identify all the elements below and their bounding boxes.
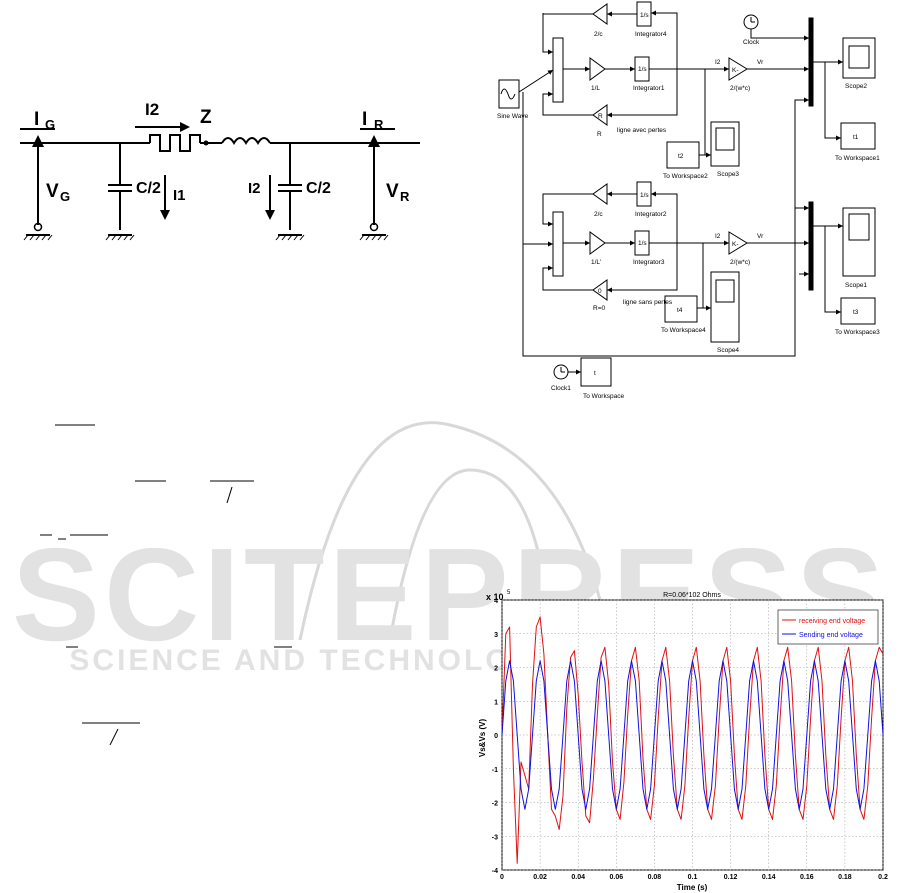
y-tick-label: -2 <box>492 801 498 808</box>
blk-integrator1: Integrator1 <box>633 85 665 92</box>
blk-i2-bot: I2 <box>715 233 721 240</box>
x-tick-label: 0.16 <box>800 874 814 881</box>
blk-to-ws2: To Workspace2 <box>663 173 708 180</box>
blk-integrator3: Integrator3 <box>633 259 665 266</box>
blk-sine-wave: Sine Wave <box>497 113 529 120</box>
blk-scope4: Scope4 <box>717 347 739 354</box>
blk-1l-bot: 1/L' <box>591 259 601 266</box>
blk-ligne-sans: ligne sans pertes <box>623 299 673 306</box>
blk-clock: Clock <box>743 39 760 46</box>
blk-r-op: R <box>598 113 603 120</box>
blk-k-top: K- <box>732 67 739 74</box>
chart-y-ticks: -4 -3 -2 -1 0 1 2 3 4 <box>492 598 498 875</box>
blk-to-ws3: To Workspace3 <box>835 329 880 336</box>
x-tick-label: 0.1 <box>688 874 698 881</box>
x-tick-label: 0.04 <box>571 874 585 881</box>
x-tick-label: 0.02 <box>533 874 547 881</box>
series-sending-line <box>501 660 884 810</box>
y-tick-label: -1 <box>492 767 498 774</box>
circuit-diagram: I G I R I2 Z V G V R C/2 C/2 I1 I2 <box>20 100 420 241</box>
blk-integrator4: Integrator4 <box>635 31 667 38</box>
y-tick-label: -3 <box>492 834 498 841</box>
x-tick-label: 0.2 <box>878 874 888 881</box>
blk-r0-op: 0 <box>598 288 602 295</box>
chart-xlabel: Time (s) <box>677 883 708 892</box>
i2-top-label: I2 <box>145 100 159 119</box>
chart-y-exponent-label: x 10 <box>486 592 504 602</box>
blk-int3-op: 1/s <box>638 240 647 247</box>
chart-ylabel: Vs&Vs (V) <box>478 719 487 758</box>
x-tick-label: 0 <box>500 874 504 881</box>
x-tick-label: 0.18 <box>838 874 852 881</box>
chart-x-ticks: 0 0.02 0.04 0.06 0.08 0.1 0.12 0.14 0.16 0.18 0.2 <box>500 874 888 881</box>
blk-to-ws: To Workspace <box>583 393 624 400</box>
vg-sub: G <box>60 189 70 204</box>
y-tick-label: 1 <box>494 699 498 706</box>
ig-label: I <box>34 109 39 130</box>
vr-sub: R <box>400 189 410 204</box>
y-tick-label: 3 <box>494 632 498 639</box>
chart-legend: receiving end voltage Sending end voltag… <box>777 609 879 645</box>
chart-series <box>501 616 884 864</box>
vg-label: V <box>46 181 59 202</box>
x-tick-label: 0.12 <box>724 874 738 881</box>
y-tick-label: 2 <box>494 666 498 673</box>
legend-receiving: receiving end voltage <box>799 618 865 625</box>
blk-i1-op: t1 <box>853 134 859 141</box>
blk-r-label: R <box>597 131 602 138</box>
blk-vr-bot: Vr <box>757 233 764 240</box>
vr-label: V <box>386 181 399 202</box>
i2-right-label: I2 <box>248 180 261 197</box>
blk-int4-op: 1/s <box>640 12 649 19</box>
y-tick-label: 0 <box>494 733 498 740</box>
blk-integrator2: Integrator2 <box>635 211 667 218</box>
c-left-label: C/2 <box>136 180 161 197</box>
c-right-label: C/2 <box>306 180 331 197</box>
ir-sub: R <box>374 117 384 132</box>
blk-t3-op: t3 <box>853 309 859 316</box>
chart-y-exponent: 5 <box>507 590 511 596</box>
ig-sub: G <box>45 117 55 132</box>
chart-grid <box>501 599 884 871</box>
blk-r0-label: R=0 <box>593 305 605 312</box>
ir-label: I <box>362 109 367 130</box>
blk-2c-top: 2/c <box>594 31 603 38</box>
blk-to-ws4: To Workspace4 <box>661 327 706 334</box>
y-tick-label: -4 <box>492 868 498 875</box>
chart-title: R=0.06*102 Ohms <box>663 592 721 599</box>
blk-k-bot: K- <box>732 241 739 248</box>
blk-1l-top: 1/L <box>591 85 600 92</box>
legend-sending: Sending end voltage <box>799 632 863 639</box>
blk-t4-op: t4 <box>677 307 683 314</box>
blk-i2-top: I2 <box>715 59 721 66</box>
blk-ligne-avec: ligne avec pertes <box>617 127 667 134</box>
blk-2wc-top: 2/(w*c) <box>730 85 750 92</box>
blk-vr-top: Vr <box>757 59 764 66</box>
blk-int1-op: 1/s <box>638 66 647 73</box>
x-tick-label: 0.06 <box>609 874 623 881</box>
blk-to-ws1: To Workspace1 <box>835 155 880 162</box>
blk-int2-op: 1/s <box>640 192 649 199</box>
simulink-diagram: 2/c 1/s Integrator4 Clock 1/L 1/s Integr… <box>497 1 880 400</box>
i1-label: I1 <box>173 187 186 204</box>
blk-t2-op: t2 <box>678 153 684 160</box>
blk-clock1: Clock1 <box>551 385 571 392</box>
blk-scope2: Scope2 <box>845 83 867 90</box>
x-tick-label: 0.08 <box>648 874 662 881</box>
blk-2c-bot: 2/c <box>594 211 603 218</box>
equation-fragments <box>40 424 292 745</box>
x-tick-label: 0.14 <box>762 874 776 881</box>
blk-t-op: t <box>594 370 596 377</box>
blk-scope3: Scope3 <box>717 171 739 178</box>
y-tick-label: 4 <box>494 598 498 605</box>
blk-scope1: Scope1 <box>845 282 867 289</box>
z-label: Z <box>200 107 212 128</box>
blk-2wc-bot: 2/(w*c) <box>730 259 750 266</box>
